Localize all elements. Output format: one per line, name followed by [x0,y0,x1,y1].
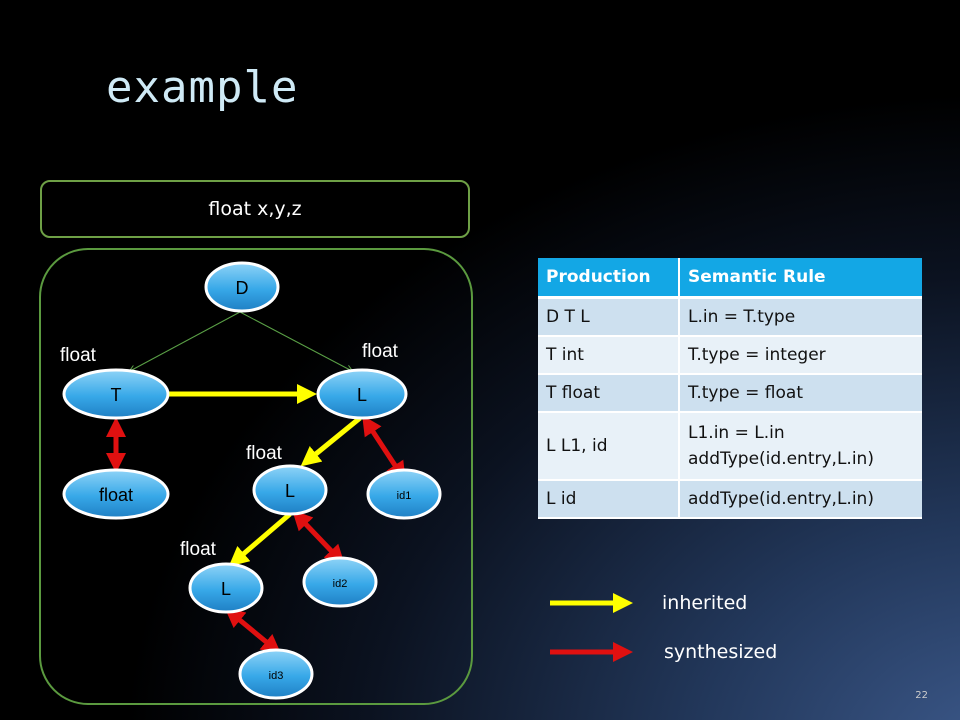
page-number: 22 [915,690,928,701]
rule-cell: T.type = integer [679,335,922,375]
attr-label-l-mid: float [246,443,283,464]
semantic-rules-table: Production Semantic Rule D T L L.in = T.… [538,258,922,519]
production-cell: T float [538,373,680,413]
node-float-leaf-label: float [99,485,133,505]
table-row: L L1, id L1.in = L.in addType(id.entry,L… [538,411,922,481]
synthesized-arrow-id3-to-l-bot [224,607,282,655]
production-cell: T int [538,335,680,375]
table-row: T int T.type = integer [538,335,922,375]
tree-edge-d-l [239,311,352,371]
expression-box: float x,y,z [40,180,470,238]
table-row: L id addType(id.entry,L.in) [538,479,922,519]
tree-edge-d-t [130,311,241,371]
legend-inherited-label: inherited [662,592,748,614]
node-t-label: T [111,385,122,405]
node-id2: id2 [302,556,378,608]
node-d-label: D [236,278,249,298]
rule-cell: L1.in = L.in addType(id.entry,L.in) [679,411,922,481]
node-d: D [204,261,280,313]
node-l-top-label: L [357,385,367,405]
rule-cell: L.in = T.type [679,297,922,337]
inherited-arrow-l-to-l-mid [300,416,362,467]
rule-cell: T.type = float [679,373,922,413]
synthesized-arrow-id2-to-l-mid [292,509,345,566]
table-header-production: Production [538,258,680,299]
legend-synthesized-label: synthesized [664,641,778,663]
node-float-leaf: float [62,468,170,520]
table-row: T float T.type = float [538,373,922,413]
node-id1-label: id1 [397,490,412,502]
node-l-top: L [316,368,408,420]
node-t: T [62,368,170,420]
node-id3-label: id3 [269,670,284,682]
node-id2-label: id2 [333,578,348,590]
table-header-row: Production Semantic Rule [538,258,922,299]
node-l-mid: L [252,464,328,516]
production-cell: L id [538,479,680,519]
attr-label-t: float [60,345,97,366]
node-id3: id3 [238,648,314,700]
tree-container [39,248,473,705]
attr-label-l-top: float [362,341,399,362]
table-row: D T L L.in = T.type [538,297,922,337]
production-cell: L L1, id [538,411,680,481]
synthesized-arrow-id1-to-l [362,415,406,482]
node-l-bot-label: L [221,579,231,599]
node-id1: id1 [366,468,442,520]
node-l-mid-label: L [285,481,295,501]
expression-text: float x,y,z [208,198,302,220]
table-header-rule: Semantic Rule [679,258,922,299]
slide-title: example [106,62,299,113]
rule-cell: addType(id.entry,L.in) [679,479,922,519]
node-l-bot: L [188,562,264,614]
attr-label-l-bot: float [180,539,217,560]
production-cell: D T L [538,297,680,337]
inherited-arrow-l-mid-to-l-bot [228,512,292,567]
